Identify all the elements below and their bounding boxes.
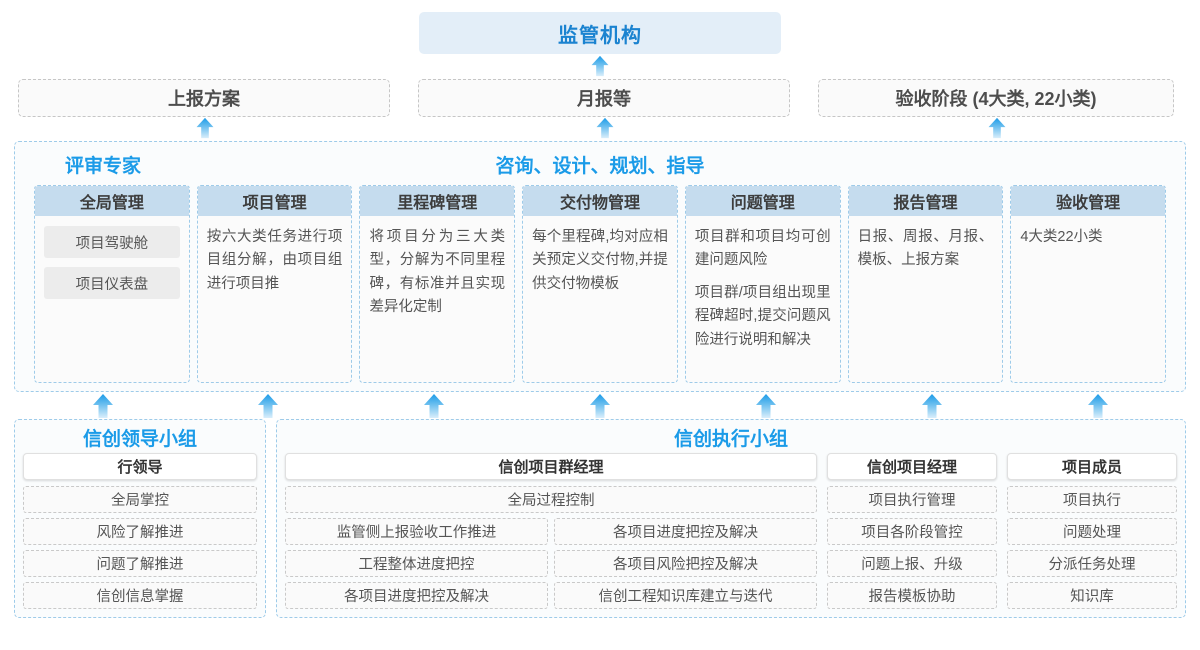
role-column-project-member: 项目成员 项目执行 问题处理 分派任务处理 知识库 — [1007, 453, 1177, 609]
capability-card-issue[interactable]: 问题管理 项目群和项目均可创建问题风险 项目群/项目组出现里程碑超时,提交问题风… — [684, 185, 841, 383]
capability-item[interactable]: 项目驾驶舱 — [44, 226, 180, 258]
task-item[interactable]: 项目执行 — [1007, 486, 1177, 513]
capability-description: 每个里程碑,均对应相关预定义交付物,并提供交付物模板 — [532, 229, 668, 292]
capability-description: 项目群/项目组出现里程碑超时,提交问题风险进行说明和解决 — [694, 284, 831, 348]
capability-card-body: 将项目分为三大类型，分解为不同里程碑，有标准并且实现差异化定制 — [360, 216, 514, 382]
task-item[interactable]: 知识库 — [1007, 582, 1177, 609]
task-item[interactable]: 全局掌控 — [23, 486, 257, 513]
capability-card-title: 全局管理 — [35, 186, 189, 216]
capability-card-title: 问题管理 — [685, 186, 840, 216]
capability-description: 日报、周报、月报、模板、上报方案 — [857, 229, 994, 269]
capability-panel: 评审专家 咨询、设计、规划、指导 全局管理 项目驾驶舱 项目仪表盘 项目管理 按… — [14, 141, 1186, 392]
organization-row: 信创领导小组 行领导 全局掌控 风险了解推进 问题了解推进 信创信息掌握 信创执… — [14, 419, 1186, 618]
task-list: 项目执行 问题处理 分派任务处理 知识库 — [1007, 486, 1177, 609]
arrow-up-icon — [755, 393, 777, 419]
arrow-up-icon — [194, 117, 216, 139]
task-item[interactable]: 信创工程知识库建立与迭代 — [554, 582, 817, 609]
capability-card-body: 按六大类任务进行项目组分解，由项目组进行项目推 — [198, 216, 352, 382]
capability-card-report[interactable]: 报告管理 日报、周报、月报、模板、上报方案 — [847, 185, 1004, 383]
report-row: 上报方案 月报等 验收阶段 (4大类, 22小类) — [0, 79, 1200, 117]
arrow-up-icon — [589, 55, 611, 77]
capability-card-title: 项目管理 — [197, 186, 352, 216]
arrow-up-icon — [423, 393, 445, 419]
capability-card-global[interactable]: 全局管理 项目驾驶舱 项目仪表盘 — [34, 185, 190, 383]
regulator-row: 监管机构 — [0, 0, 1200, 54]
capability-card-body: 项目群和项目均可创建问题风险 项目群/项目组出现里程碑超时,提交问题风险进行说明… — [686, 216, 840, 382]
report-box-monthly: 月报等 — [418, 79, 790, 117]
capability-description: 4大类22小类 — [1020, 229, 1103, 245]
review-expert-label: 评审专家 — [65, 156, 142, 177]
task-list: 全局过程控制 监管侧上报验收工作推进 工程整体进度把控 各项目进度把控及解决 各… — [285, 486, 817, 609]
capability-card-title: 里程碑管理 — [360, 186, 515, 216]
task-item[interactable]: 问题了解推进 — [23, 550, 257, 577]
arrow-row-to-capabilities — [0, 393, 1200, 419]
capability-card-milestone[interactable]: 里程碑管理 将项目分为三大类型，分解为不同里程碑，有标准并且实现差异化定制 — [359, 185, 516, 383]
task-item[interactable]: 项目执行管理 — [827, 486, 997, 513]
advisory-services-label: 咨询、设计、规划、指导 — [495, 156, 705, 177]
arrow-up-icon — [594, 117, 616, 139]
arrow-row-to-reports — [0, 117, 1200, 139]
regulator-box: 监管机构 — [419, 12, 781, 54]
task-item[interactable]: 工程整体进度把控 — [285, 550, 548, 577]
task-item[interactable]: 信创信息掌握 — [23, 582, 257, 609]
task-item[interactable]: 问题处理 — [1007, 518, 1177, 545]
capability-card-project[interactable]: 项目管理 按六大类任务进行项目组分解，由项目组进行项目推 — [196, 185, 353, 383]
capability-card-body: 项目驾驶舱 项目仪表盘 — [35, 216, 189, 382]
capability-description: 将项目分为三大类型，分解为不同里程碑，有标准并且实现差异化定制 — [369, 229, 506, 316]
capability-card-deliverable[interactable]: 交付物管理 每个里程碑,均对应相关预定义交付物,并提供交付物模板 — [522, 185, 678, 383]
capability-card-body: 日报、周报、月报、模板、上报方案 — [849, 216, 1003, 382]
task-item[interactable]: 报告模板协助 — [827, 582, 997, 609]
capability-card-title: 验收管理 — [1011, 186, 1166, 216]
role-header[interactable]: 行领导 — [23, 453, 257, 480]
task-subcolumns: 监管侧上报验收工作推进 工程整体进度把控 各项目进度把控及解决 各项目进度把控及… — [285, 518, 817, 609]
task-subcolumn-right: 各项目进度把控及解决 各项目风险把控及解决 信创工程知识库建立与迭代 — [554, 518, 817, 609]
arrow-up-icon — [257, 393, 279, 419]
task-item[interactable]: 问题上报、升级 — [827, 550, 997, 577]
capability-description: 项目群和项目均可创建问题风险 — [694, 229, 831, 269]
task-item[interactable]: 分派任务处理 — [1007, 550, 1177, 577]
arrow-up-icon — [589, 393, 611, 419]
role-header[interactable]: 信创项目经理 — [827, 453, 997, 480]
capability-item[interactable]: 项目仪表盘 — [44, 267, 180, 299]
role-column-program-manager: 信创项目群经理 全局过程控制 监管侧上报验收工作推进 工程整体进度把控 各项目进… — [285, 453, 817, 609]
leading-group-title: 信创领导小组 — [82, 429, 197, 450]
task-subcolumn-left: 监管侧上报验收工作推进 工程整体进度把控 各项目进度把控及解决 — [285, 518, 548, 609]
capability-card-title: 交付物管理 — [523, 186, 677, 216]
role-header[interactable]: 信创项目群经理 — [285, 453, 817, 480]
report-box-plan: 上报方案 — [18, 79, 390, 117]
arrow-up-icon — [986, 117, 1008, 139]
capability-panel-header: 评审专家 咨询、设计、规划、指导 — [23, 149, 1177, 179]
report-box-acceptance: 验收阶段 (4大类, 22小类) — [818, 79, 1174, 117]
task-item[interactable]: 风险了解推进 — [23, 518, 257, 545]
task-list: 项目执行管理 项目各阶段管控 问题上报、升级 报告模板协助 — [827, 486, 997, 609]
leading-group-panel: 信创领导小组 行领导 全局掌控 风险了解推进 问题了解推进 信创信息掌握 — [14, 419, 266, 618]
arrow-row-to-regulator — [0, 55, 1200, 77]
task-item[interactable]: 各项目风险把控及解决 — [554, 550, 817, 577]
task-item[interactable]: 项目各阶段管控 — [827, 518, 997, 545]
capability-card-body: 每个里程碑,均对应相关预定义交付物,并提供交付物模板 — [523, 216, 677, 382]
execution-group-panel: 信创执行小组 信创项目群经理 全局过程控制 监管侧上报验收工作推进 工程整体进度… — [276, 419, 1186, 618]
arrow-up-icon — [921, 393, 943, 419]
task-item[interactable]: 各项目进度把控及解决 — [554, 518, 817, 545]
capability-card-body: 4大类22小类 — [1011, 216, 1165, 382]
task-item[interactable]: 监管侧上报验收工作推进 — [285, 518, 548, 545]
task-item[interactable]: 各项目进度把控及解决 — [285, 582, 548, 609]
role-header[interactable]: 项目成员 — [1007, 453, 1177, 480]
capability-card-title: 报告管理 — [848, 186, 1003, 216]
role-columns: 信创项目群经理 全局过程控制 监管侧上报验收工作推进 工程整体进度把控 各项目进… — [285, 453, 1177, 609]
capability-columns: 全局管理 项目驾驶舱 项目仪表盘 项目管理 按六大类任务进行项目组分解，由项目组… — [23, 185, 1177, 383]
execution-group-title: 信创执行小组 — [673, 429, 788, 450]
role-column-bank-leader: 行领导 全局掌控 风险了解推进 问题了解推进 信创信息掌握 — [23, 453, 257, 609]
task-item[interactable]: 全局过程控制 — [285, 486, 817, 513]
arrow-up-icon — [92, 393, 114, 419]
capability-description: 按六大类任务进行项目组分解，由项目组进行项目推 — [206, 229, 343, 292]
task-list: 全局掌控 风险了解推进 问题了解推进 信创信息掌握 — [23, 486, 257, 609]
capability-card-acceptance[interactable]: 验收管理 4大类22小类 — [1010, 185, 1167, 383]
role-column-project-manager: 信创项目经理 项目执行管理 项目各阶段管控 问题上报、升级 报告模板协助 — [827, 453, 997, 609]
arrow-up-icon — [1087, 393, 1109, 419]
